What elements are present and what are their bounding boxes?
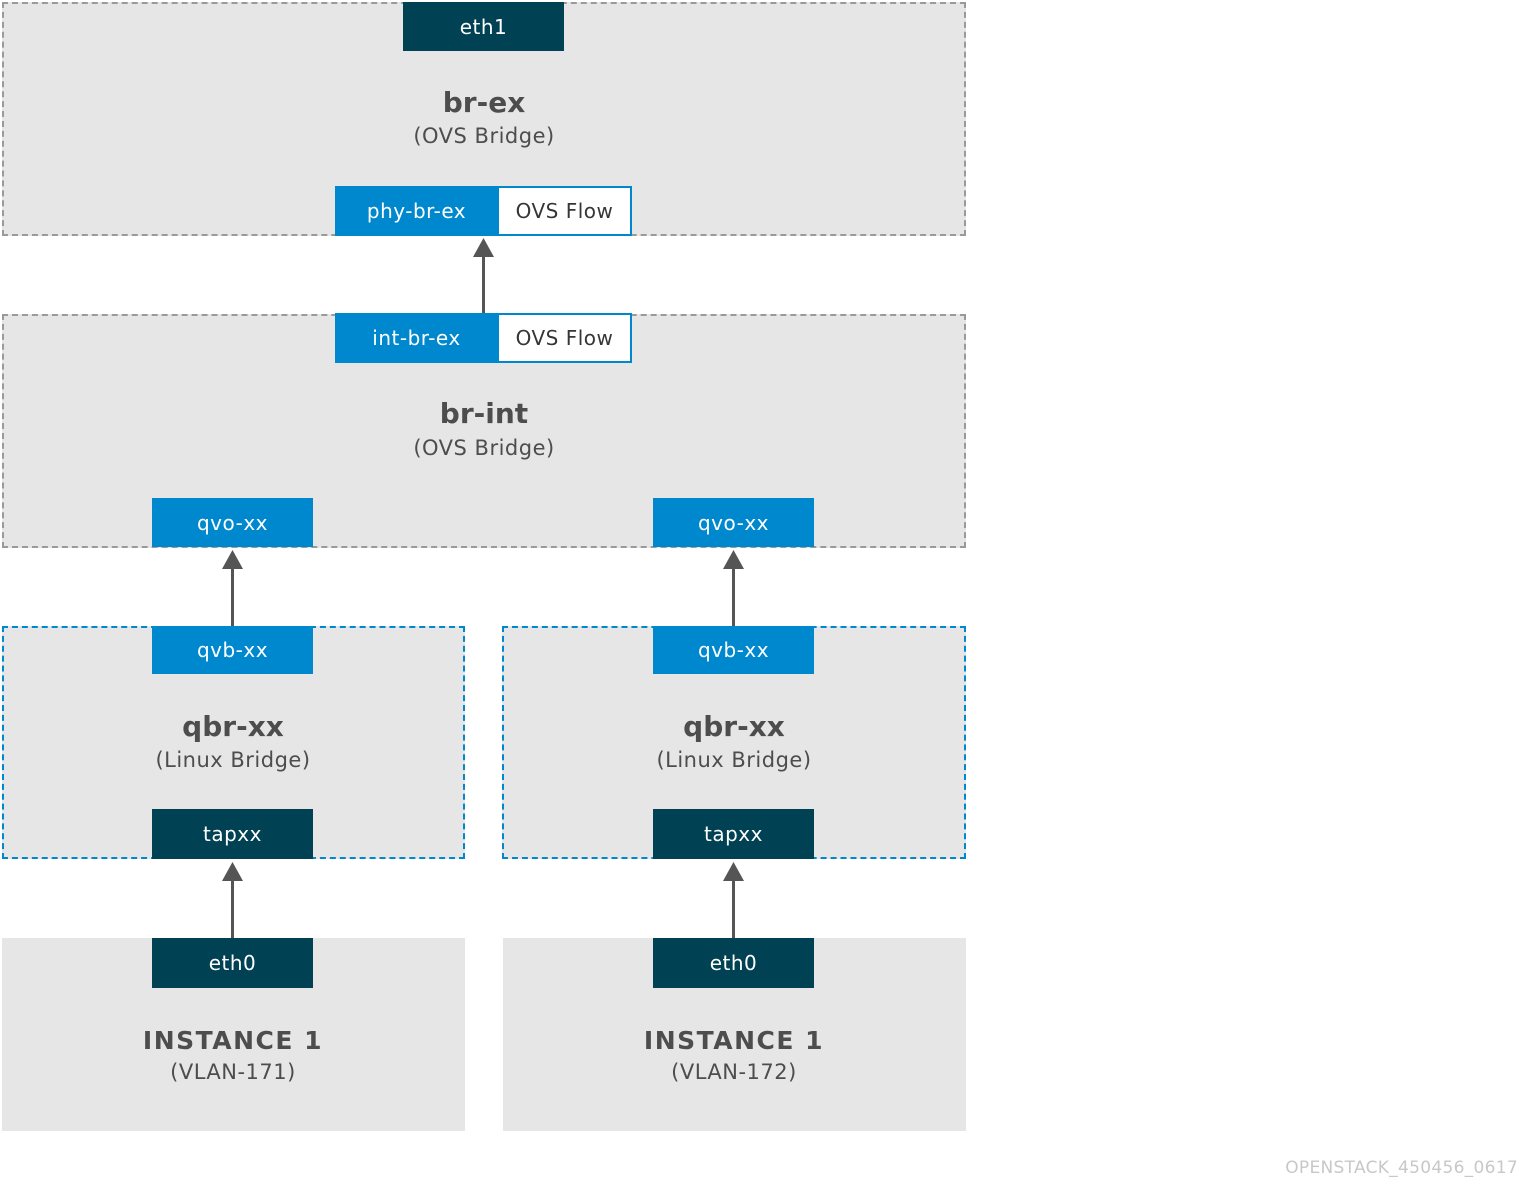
eth0-port-left: eth0 <box>152 938 313 988</box>
qvb-port-right: qvb-xx <box>653 626 814 674</box>
instance-title-left: INSTANCE 1 <box>142 1026 324 1055</box>
qbr-subtitle-right: (Linux Bridge) <box>656 748 812 772</box>
arrow-int-to-phy <box>473 238 494 313</box>
eth0-port-right: eth0 <box>653 938 814 988</box>
arrow-eth0-to-tap-right <box>723 862 744 938</box>
qbr-subtitle-left: (Linux Bridge) <box>155 748 311 772</box>
br-ex-ovs-flow: OVS Flow <box>497 186 632 236</box>
qvo-port-right: qvo-xx <box>653 498 814 547</box>
qbr-title-left: qbr-xx <box>182 710 284 743</box>
qbr-title-right: qbr-xx <box>683 710 785 743</box>
qvb-port-left: qvb-xx <box>152 626 313 674</box>
qvo-port-left: qvo-xx <box>152 498 313 547</box>
phy-br-ex-port: phy-br-ex <box>335 186 498 236</box>
br-ex-title: br-ex <box>442 86 526 119</box>
tap-port-right: tapxx <box>653 809 814 859</box>
figure-id: OPENSTACK_450456_0617 <box>1285 1158 1518 1178</box>
arrow-qvb-to-qvo-left <box>222 550 243 626</box>
br-int-title: br-int <box>439 397 529 430</box>
br-int-ovs-flow: OVS Flow <box>497 313 632 363</box>
br-ex-subtitle: (OVS Bridge) <box>413 124 555 148</box>
arrow-qvb-to-qvo-right <box>723 550 744 626</box>
int-br-ex-port: int-br-ex <box>335 313 498 363</box>
instance-vlan-right: (VLAN-172) <box>671 1060 797 1084</box>
br-int-subtitle: (OVS Bridge) <box>413 436 555 460</box>
instance-vlan-left: (VLAN-171) <box>170 1060 296 1084</box>
arrow-eth0-to-tap-left <box>222 862 243 938</box>
tap-port-left: tapxx <box>152 809 313 859</box>
instance-title-right: INSTANCE 1 <box>643 1026 825 1055</box>
eth1-port: eth1 <box>403 2 564 51</box>
